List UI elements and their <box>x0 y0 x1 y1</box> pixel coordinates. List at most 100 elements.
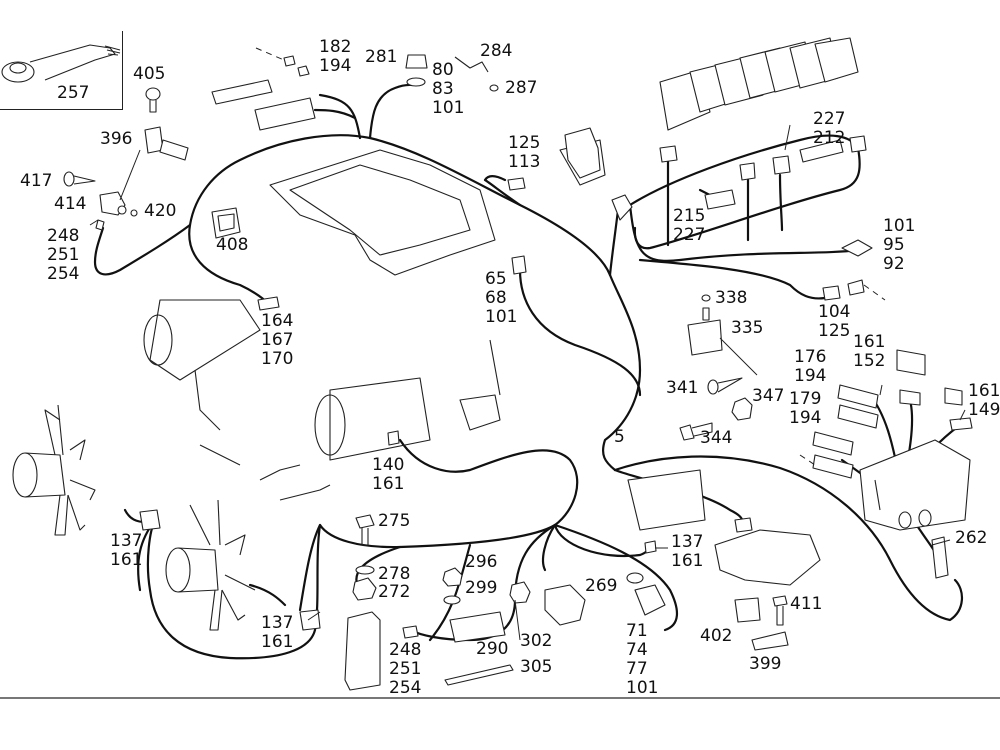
callout-402: 402 <box>700 627 732 646</box>
callout-line: 71 <box>626 621 648 641</box>
callout-line: 341 <box>666 378 699 398</box>
callout-line: 161 <box>110 550 143 570</box>
callout-line: 251 <box>47 245 80 265</box>
callout-line: 335 <box>731 318 764 338</box>
callout-line: 248 <box>389 640 422 660</box>
callout-line: 296 <box>465 552 498 572</box>
callout-line: 161 <box>853 332 886 352</box>
callout-344: 344 <box>700 429 732 448</box>
callout-line: 227 <box>813 109 846 129</box>
callout-line: 402 <box>700 626 733 646</box>
callout-line: 272 <box>378 582 411 602</box>
callout-line: 101 <box>485 307 518 327</box>
callout-338: 338 <box>715 289 747 308</box>
callout-line: 83 <box>432 79 454 99</box>
callout-line: 302 <box>520 631 553 651</box>
callout-line: 299 <box>465 578 498 598</box>
callout-405: 405 <box>133 65 165 84</box>
callout-line: 278 <box>378 564 411 584</box>
callout-line: 101 <box>626 678 659 698</box>
callout-411: 411 <box>790 595 822 614</box>
callout-line: 161 <box>372 474 405 494</box>
callout-line: 68 <box>485 288 507 308</box>
callout-line: 411 <box>790 594 823 614</box>
callout-line: 161 <box>261 632 294 652</box>
callout-269: 269 <box>585 577 617 596</box>
components <box>63 37 973 691</box>
callout-line: 137 <box>261 613 294 633</box>
callout-line: 137 <box>671 532 704 552</box>
callout-line: 414 <box>54 194 87 214</box>
callout-line: 251 <box>389 659 422 679</box>
callout-line: 338 <box>715 288 748 308</box>
callout-290: 290 <box>476 640 508 659</box>
callout-line: 80 <box>432 60 454 80</box>
callout-line: 179 <box>789 389 822 409</box>
callout-line: 101 <box>883 216 916 236</box>
leader-lines <box>89 124 966 641</box>
callout-line: 399 <box>749 654 782 674</box>
callout-line: 212 <box>813 128 846 148</box>
callout-line: 152 <box>853 351 886 371</box>
callout-line: 65 <box>485 269 507 289</box>
callout-line: 269 <box>585 576 618 596</box>
callout-287: 287 <box>505 79 537 98</box>
callout-line: 137 <box>110 531 143 551</box>
callout-line: 77 <box>626 659 648 679</box>
bottom-divider <box>0 697 1000 699</box>
callout-335: 335 <box>731 319 763 338</box>
callout-line: 161 <box>671 551 704 571</box>
fan-middle <box>165 499 256 631</box>
callout-line: 227 <box>673 225 706 245</box>
callout-420: 420 <box>144 202 176 221</box>
callout-414: 414 <box>54 195 86 214</box>
callout-line: 176 <box>794 347 827 367</box>
callout-line: 170 <box>261 349 294 369</box>
callout-line: 287 <box>505 78 538 98</box>
callout-line: 101 <box>432 98 465 118</box>
callout-line: 5 <box>614 427 625 447</box>
callout-line: 281 <box>365 47 398 67</box>
callout-5: 5 <box>614 428 625 447</box>
callout-line: 275 <box>378 511 411 531</box>
callout-line: 290 <box>476 639 509 659</box>
callout-line: 125 <box>818 321 851 341</box>
callout-line: 408 <box>216 235 249 255</box>
callout-line: 262 <box>955 528 988 548</box>
callout-line: 248 <box>47 226 80 246</box>
callout-396: 396 <box>100 130 132 149</box>
callout-line: 194 <box>794 366 827 386</box>
callout-275: 275 <box>378 512 410 531</box>
callout-399: 399 <box>749 655 781 674</box>
callout-line: 305 <box>520 657 553 677</box>
callout-line: 164 <box>261 311 294 331</box>
callout-line: 74 <box>626 640 648 660</box>
callout-299: 299 <box>465 579 497 598</box>
callout-302: 302 <box>520 632 552 651</box>
callout-257: 257 <box>57 84 89 103</box>
callout-line: 125 <box>508 133 541 153</box>
callout-line: 167 <box>261 330 294 350</box>
callout-305: 305 <box>520 658 552 677</box>
callout-line: 405 <box>133 64 166 84</box>
callout-272: 272 <box>378 583 410 602</box>
callout-line: 254 <box>389 678 422 698</box>
callout-line: 194 <box>319 56 352 76</box>
inset-frame-257 <box>0 31 123 110</box>
callout-line: 257 <box>57 83 90 103</box>
callout-281: 281 <box>365 48 397 67</box>
callout-line: 161 <box>968 381 1000 401</box>
callout-line: 113 <box>508 152 541 172</box>
callout-line: 95 <box>883 235 905 255</box>
